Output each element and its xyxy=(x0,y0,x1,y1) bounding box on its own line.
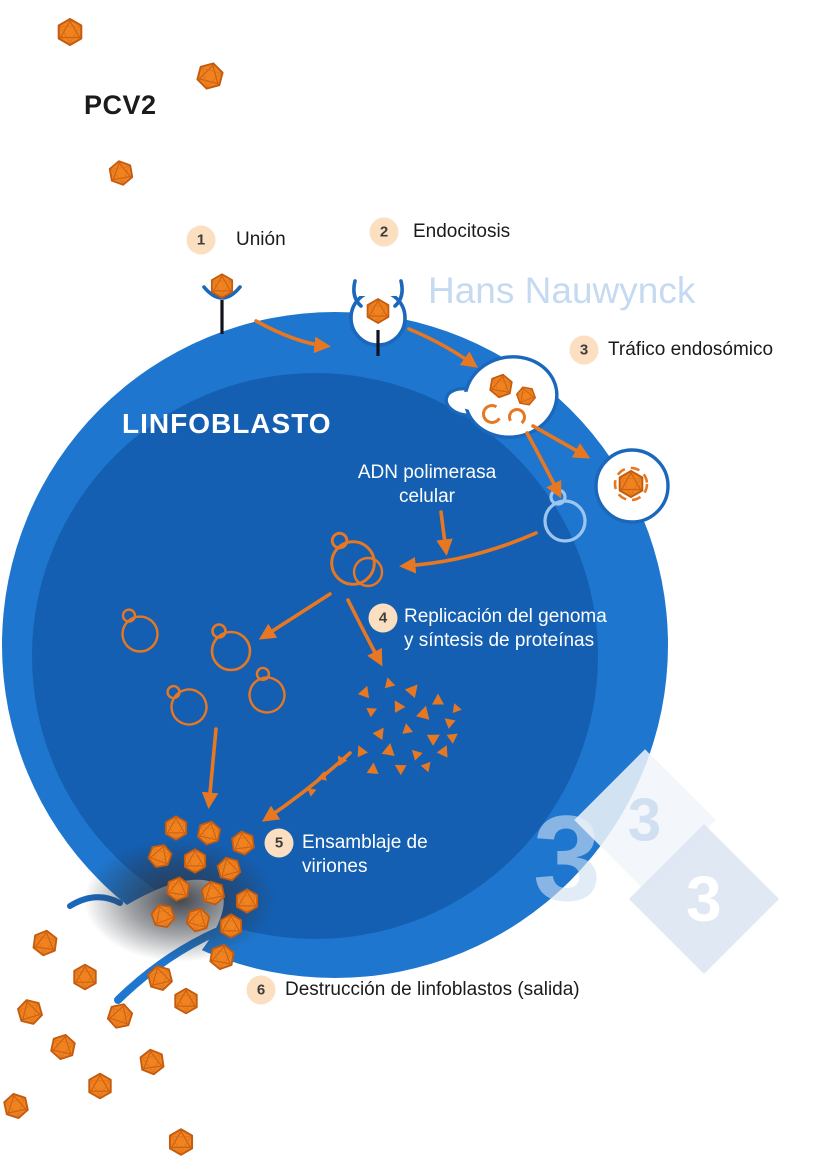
step-6-label: Destrucción de linfoblastos (salida) xyxy=(285,979,580,1000)
logo-digit: 3 xyxy=(686,863,722,935)
step-1-badge: 1 xyxy=(186,225,216,255)
arrow-proteins-to-assembly xyxy=(261,751,352,822)
arrow-endocytosis-to-endosome xyxy=(407,327,479,368)
capsid-fragment-icon xyxy=(482,404,502,424)
logo-digit: 3 xyxy=(628,786,662,854)
arrow-endosome-to-vesicle xyxy=(525,431,562,499)
viral-genome-icons xyxy=(121,531,384,730)
arrow-binding-to-endocytosis xyxy=(254,319,331,354)
step-1-label: Unión xyxy=(236,229,286,250)
step-2-badge: 2 xyxy=(369,217,399,247)
step-2-label: Endocitosis xyxy=(413,221,511,242)
arrow-genome-replication xyxy=(258,592,332,640)
cell-label: LINFOBLASTO xyxy=(122,408,332,439)
step-4-badge: 4 xyxy=(368,603,398,633)
pathway-arrows xyxy=(201,319,591,822)
step-5-badge: 5 xyxy=(264,828,294,858)
arrow-vesicle-to-genome xyxy=(399,531,538,574)
step-3-label: Tráfico endosómico xyxy=(608,339,774,360)
arrow-endosome-to-late-endosome xyxy=(531,424,591,459)
arrow-genomes-to-assembly xyxy=(201,727,219,809)
lymphoblast-cell xyxy=(2,312,668,978)
step-6-badge: 6 xyxy=(246,975,276,1005)
enzyme-label: ADN polimerasa celular xyxy=(357,462,497,507)
author-watermark: Hans Nauwynck xyxy=(428,270,696,311)
step-5-label: Ensamblaje de viriones xyxy=(302,832,428,877)
early-endosome xyxy=(444,355,559,439)
uncoating-capsid-icon xyxy=(613,466,649,502)
step-3-badge: 3 xyxy=(569,335,599,365)
arrow-polymerase-to-genome xyxy=(436,510,453,556)
diagram-title: PCV2 xyxy=(84,90,157,120)
cell-interior xyxy=(32,373,598,939)
step-4-label: Replicación del genoma y síntesis de pro… xyxy=(404,606,607,651)
capsid-fragment-icon xyxy=(507,408,526,426)
arrow-protein-synthesis xyxy=(346,598,383,667)
